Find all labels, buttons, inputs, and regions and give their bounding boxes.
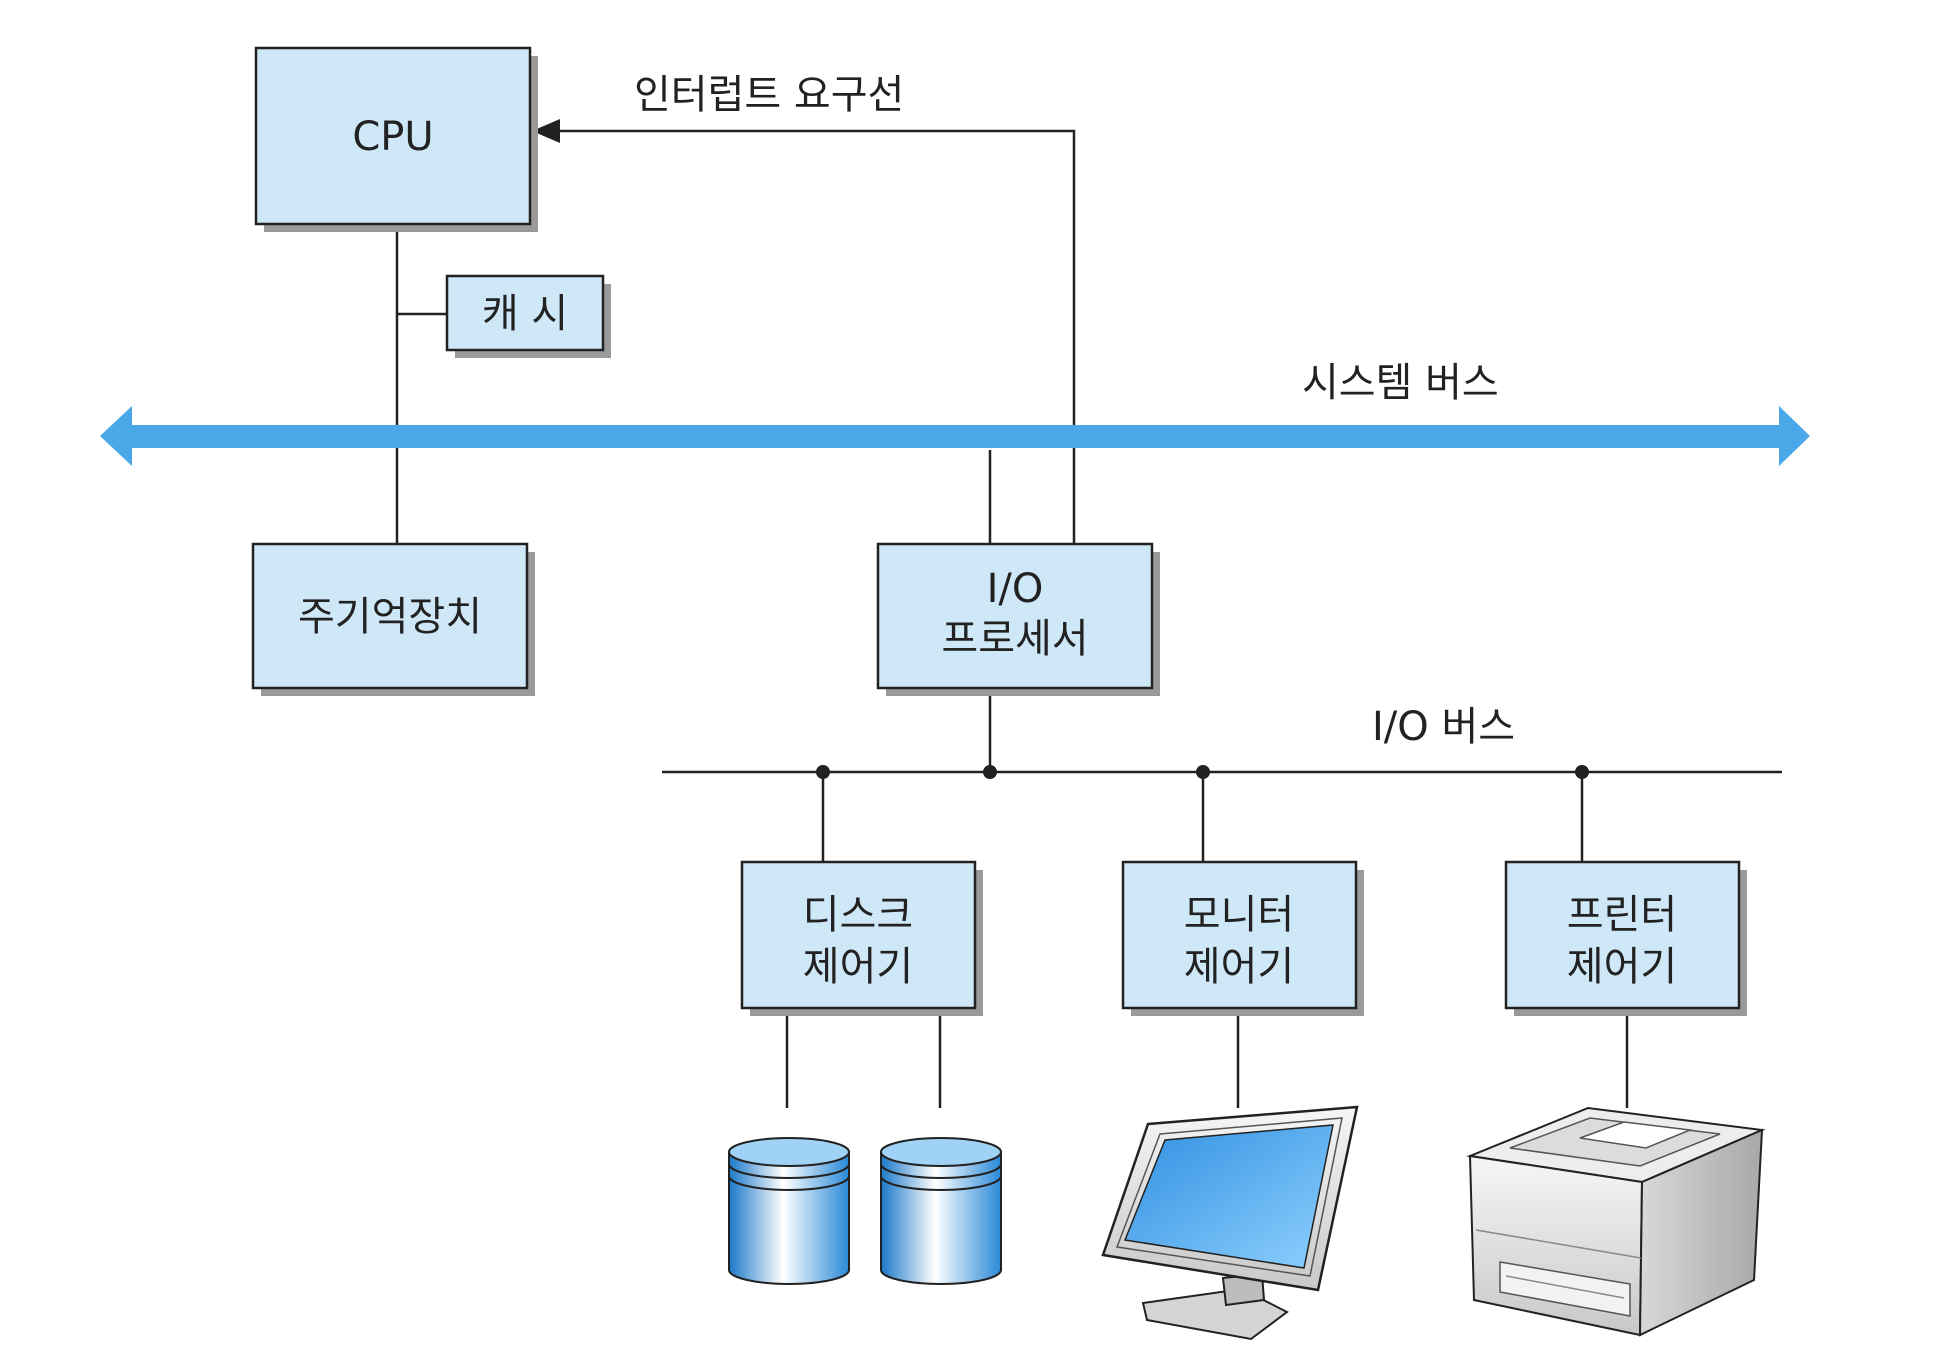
system-bus-arrow [100,406,1810,466]
io-processor-label-line2: 프로세서 [941,616,1088,662]
interrupt-arrowhead [532,119,560,143]
main-memory-box: 주기억장치 [251,542,535,696]
printer-icon [1466,1106,1766,1337]
disk-drive-icon [880,1137,1002,1285]
main-memory-label: 주기억장치 [298,594,482,640]
junction-dot [1575,765,1589,779]
monitor-controller-label-line1: 모니터 [1184,892,1294,938]
interrupt-line-label: 인터럽트 요구선 [634,72,904,118]
monitor-controller-label-line2: 제어기 [1184,944,1294,990]
disk-controller-label-line2: 제어기 [803,944,913,990]
io-bus-label: I/O 버스 [1372,704,1515,750]
junction-dot [1196,765,1210,779]
io-processor-label-line1: I/O [987,566,1044,612]
disk-drive-icon [728,1137,850,1285]
disk-controller-box: 디스크 제어기 [740,860,983,1016]
printer-controller-label-line2: 제어기 [1567,944,1677,990]
monitor-controller-box: 모니터 제어기 [1121,860,1364,1016]
printer-controller-box: 프린터 제어기 [1504,860,1747,1016]
disk-controller-label-line1: 디스크 [803,892,913,938]
system-bus-label: 시스템 버스 [1302,360,1499,406]
junction-dot [983,765,997,779]
cache-box: 캐 시 [445,274,611,358]
monitor-icon [1101,1105,1359,1341]
cache-label: 캐 시 [482,291,568,337]
cpu-label: CPU [352,114,433,160]
printer-controller-label-line1: 프린터 [1567,892,1677,938]
junction-dot [816,765,830,779]
cpu-box: CPU [254,46,538,232]
io-processor-box: I/O 프로세서 [876,542,1160,696]
connection-lines [395,119,1782,1108]
interrupt-request-line [552,129,1076,544]
